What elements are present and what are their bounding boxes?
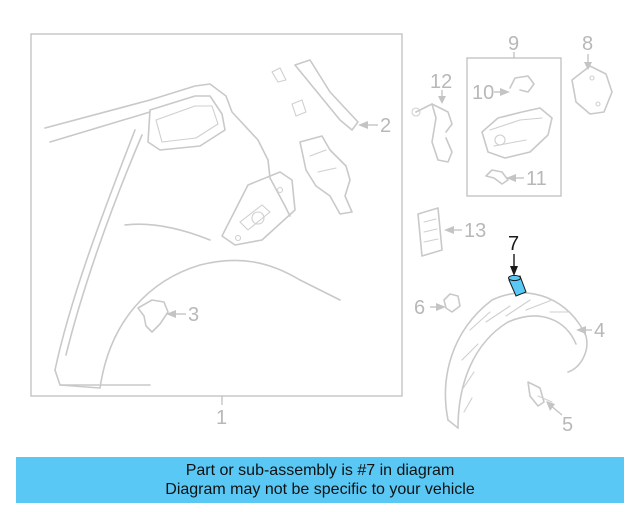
part-4-drawing: [444, 292, 588, 429]
part-8-drawing: [571, 65, 613, 115]
callout-10: 10: [472, 82, 494, 104]
banner-line-1: Part or sub-assembly is #7 in diagram: [185, 462, 455, 479]
part-2-drawing: [271, 59, 359, 215]
callout-13: 13: [464, 220, 486, 242]
callout-11: 11: [526, 168, 547, 190]
part-10-drawing: [481, 75, 553, 159]
callout-7: 7: [508, 233, 519, 255]
part-7-highlighted-clip[interactable]: [508, 274, 527, 297]
callout-3: 3: [188, 304, 199, 326]
part-1-frame: [30, 33, 403, 397]
callout-6: 6: [414, 297, 425, 319]
callout-4: 4: [594, 320, 605, 342]
callout-8: 8: [582, 33, 593, 55]
part-6-drawing: [443, 293, 461, 313]
part-12-drawing: [411, 103, 453, 163]
parts-diagram: 1 2 3 4 5 6 7 8 9 10 11 12 13: [30, 33, 613, 436]
callout-5: 5: [562, 414, 573, 436]
part-11-drawing: [485, 169, 509, 185]
part-5-drawing: [527, 381, 553, 407]
callout-9: 9: [508, 33, 519, 55]
callout-2: 2: [380, 115, 391, 137]
part-3-drawing: [137, 299, 169, 333]
callout-1: 1: [216, 407, 227, 429]
callout-12: 12: [430, 71, 452, 93]
info-banner: Part or sub-assembly is #7 in diagram Di…: [16, 457, 624, 503]
banner-line-2: Diagram may not be specific to your vehi…: [165, 481, 475, 498]
part-13-drawing: [417, 207, 443, 257]
callout-leaders: [166, 52, 592, 416]
quarter-panel-drawing: [44, 83, 341, 389]
